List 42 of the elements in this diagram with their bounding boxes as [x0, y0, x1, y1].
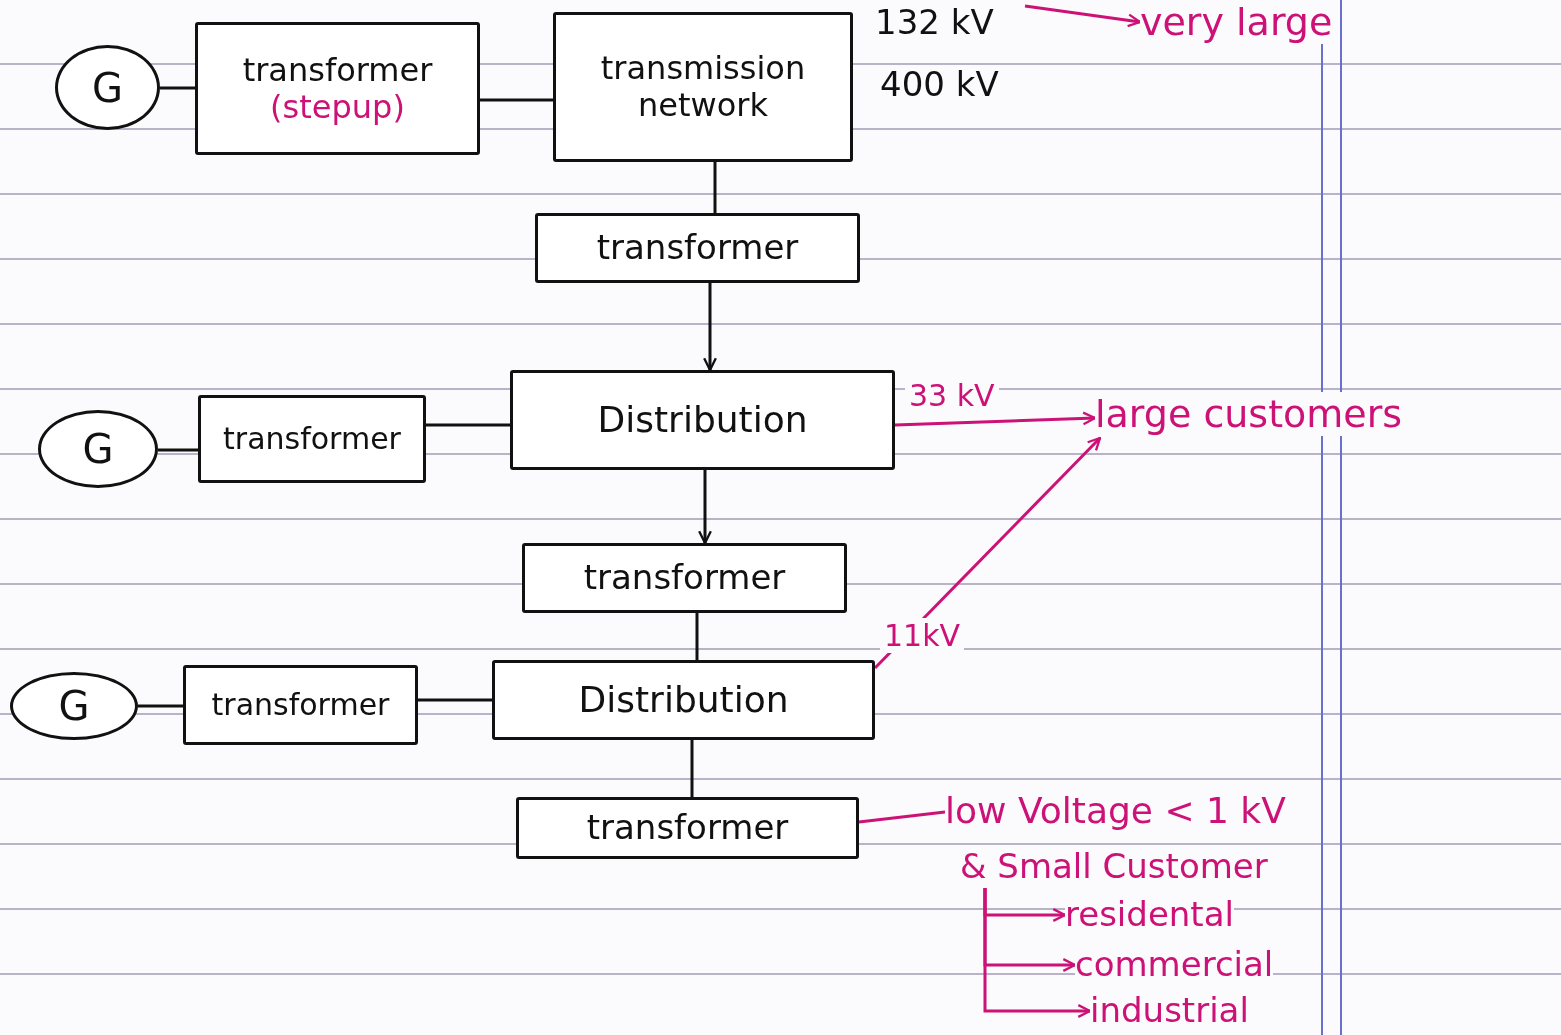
note-text: large customers — [1095, 392, 1403, 436]
voltage-label: 132 kV — [875, 2, 994, 42]
connector-line — [480, 98, 553, 102]
arrow — [983, 888, 1092, 1018]
connector-line — [858, 810, 946, 824]
generator-symbol: G — [91, 64, 124, 111]
arrow — [894, 411, 1097, 427]
box-label: transformer — [585, 808, 790, 848]
box-label: Distribution — [596, 399, 809, 441]
process-box — [198, 395, 426, 483]
process-box — [195, 22, 480, 155]
note-text: very large — [1140, 0, 1333, 44]
process-box — [553, 12, 853, 162]
connector-line — [160, 86, 195, 90]
box-label: (stepup) — [269, 88, 406, 126]
box-label: transformer — [210, 687, 391, 723]
box-label: transformer — [241, 51, 434, 89]
arrow — [703, 283, 717, 372]
connector-line — [138, 704, 183, 708]
process-box — [516, 797, 859, 859]
generator-symbol: G — [81, 426, 115, 472]
box-label: transformer — [582, 558, 787, 598]
arrow — [1024, 4, 1142, 28]
box-label: transmission network — [599, 50, 807, 124]
voltage-label: 400 kV — [880, 64, 999, 104]
generator-symbol: G — [57, 683, 91, 729]
box-label: transformer — [595, 228, 800, 268]
connector-line — [158, 448, 198, 452]
connector-line — [695, 613, 699, 660]
box-label: Distribution — [577, 679, 790, 721]
arrow — [698, 470, 712, 545]
box-label: transformer — [222, 421, 402, 457]
connector-line — [418, 698, 492, 702]
process-box — [522, 543, 847, 613]
connector-line — [690, 740, 694, 797]
connector-line — [426, 423, 510, 427]
process-box — [535, 213, 860, 283]
process-box — [510, 370, 895, 470]
edge-label: 11kV — [880, 618, 965, 653]
process-box — [183, 665, 418, 745]
process-box — [492, 660, 875, 740]
connector-line — [713, 162, 717, 213]
